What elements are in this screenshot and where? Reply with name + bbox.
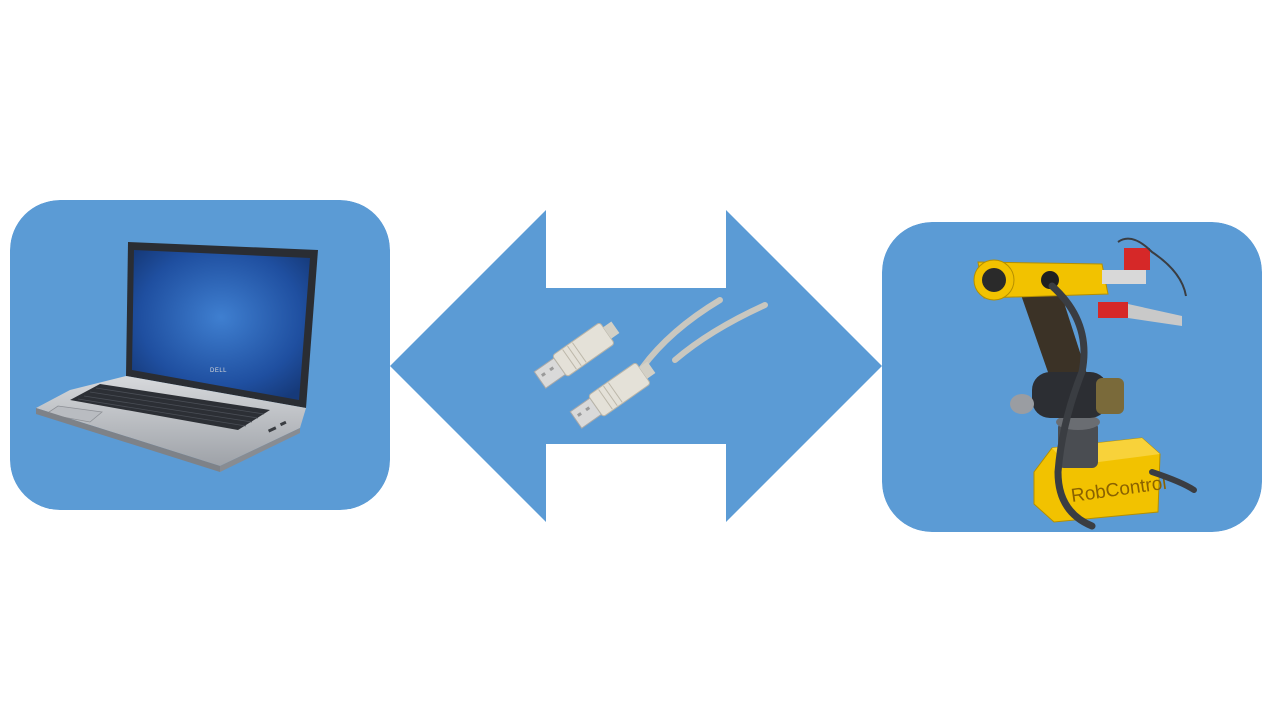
laptop-keyboard-rows [77, 387, 265, 427]
robot-motor [1096, 378, 1124, 414]
laptop-screen [132, 250, 310, 400]
connection-arrow-svg [390, 210, 882, 522]
laptop-touchpad [44, 405, 103, 423]
usb-port-icon [279, 420, 287, 427]
robot-elbow-joint [982, 268, 1006, 292]
robot-red-gripper-block [1098, 302, 1128, 318]
robot-red-sensor [1124, 248, 1150, 270]
robot-gripper-finger [1128, 304, 1182, 326]
robot-wire [1117, 237, 1187, 297]
laptop-keyboard [70, 384, 270, 430]
robot-wrist [1102, 270, 1146, 284]
laptop-front-edge [36, 408, 220, 472]
laptop-side-edge [220, 428, 300, 472]
laptop-illustration: DELL [36, 242, 318, 472]
robot-cable [1149, 469, 1197, 493]
usb-cable-illustration [533, 297, 768, 429]
usb-cable-wire [672, 302, 768, 363]
usb-plug-upper [533, 321, 620, 389]
laptop-panel: DELL [10, 200, 390, 510]
usb-port-icon [267, 426, 277, 433]
robot-shoulder-cap [1010, 394, 1034, 414]
robot-cable [1048, 282, 1096, 530]
laptop-panel-svg: DELL [10, 200, 390, 510]
robot-arm-illustration: RobControl [973, 237, 1197, 530]
robot-arm-panel-svg: RobControl [882, 222, 1262, 532]
connection-arrow [390, 210, 882, 522]
usb-plug-lower [569, 361, 656, 429]
usb-cable-wire [639, 297, 723, 371]
laptop-logo: DELL [210, 368, 227, 374]
robot-arm-panel: RobControl [882, 222, 1262, 532]
robot-turret [1058, 422, 1098, 468]
